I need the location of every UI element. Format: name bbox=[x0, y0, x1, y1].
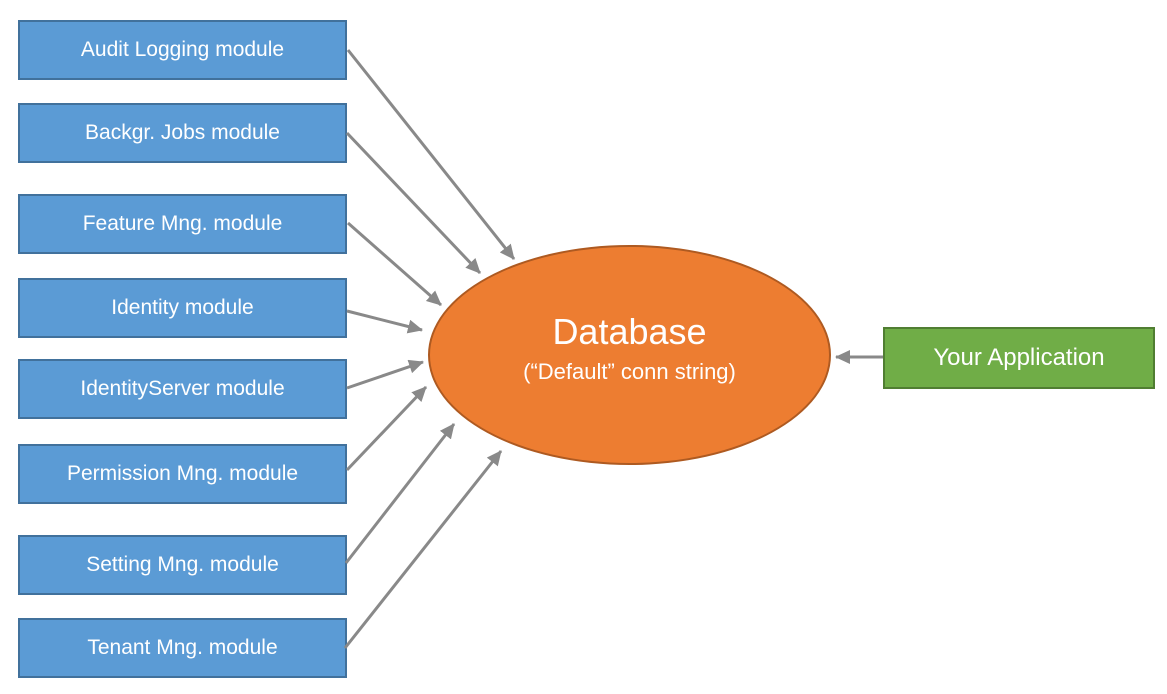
module-label: Tenant Mng. module bbox=[87, 636, 278, 659]
application-label: Your Application bbox=[933, 344, 1105, 371]
module-box-audit-logging: Audit Logging module bbox=[18, 20, 347, 80]
your-application-box: Your Application bbox=[883, 327, 1155, 389]
database-subtitle: (“Default” conn string) bbox=[523, 358, 736, 384]
module-box-setting-mng: Setting Mng. module bbox=[18, 535, 347, 595]
arrow-audit-logging-to-database bbox=[346, 49, 516, 260]
arrow-identity-to-database bbox=[346, 309, 423, 334]
module-label: IdentityServer module bbox=[80, 377, 285, 400]
arrow-tenant-mng-to-database bbox=[343, 450, 503, 649]
module-label: Feature Mng. module bbox=[82, 212, 283, 235]
module-label: Setting Mng. module bbox=[86, 553, 279, 576]
arrow-backgr-jobs-to-database bbox=[345, 131, 482, 275]
database-title: Database bbox=[552, 311, 707, 353]
arrow-permission-mng-to-database bbox=[345, 385, 428, 472]
module-box-feature-mng: Feature Mng. module bbox=[18, 194, 347, 254]
module-box-tenant-mng: Tenant Mng. module bbox=[18, 618, 347, 678]
module-box-permission-mng: Permission Mng. module bbox=[18, 444, 347, 504]
module-box-backgr-jobs: Backgr. Jobs module bbox=[18, 103, 347, 163]
module-label: Audit Logging module bbox=[80, 38, 285, 61]
module-box-identityserver: IdentityServer module bbox=[18, 359, 347, 419]
module-box-identity: Identity module bbox=[18, 278, 347, 338]
module-label: Identity module bbox=[111, 296, 254, 319]
arrow-feature-mng-to-database bbox=[347, 221, 442, 307]
arrow-setting-mng-to-database bbox=[344, 423, 456, 564]
database-ellipse: Database (“Default” conn string) bbox=[428, 245, 831, 465]
module-label: Permission Mng. module bbox=[66, 462, 299, 485]
arrow-identityserver-to-database bbox=[346, 359, 424, 390]
module-label: Backgr. Jobs module bbox=[85, 121, 280, 144]
